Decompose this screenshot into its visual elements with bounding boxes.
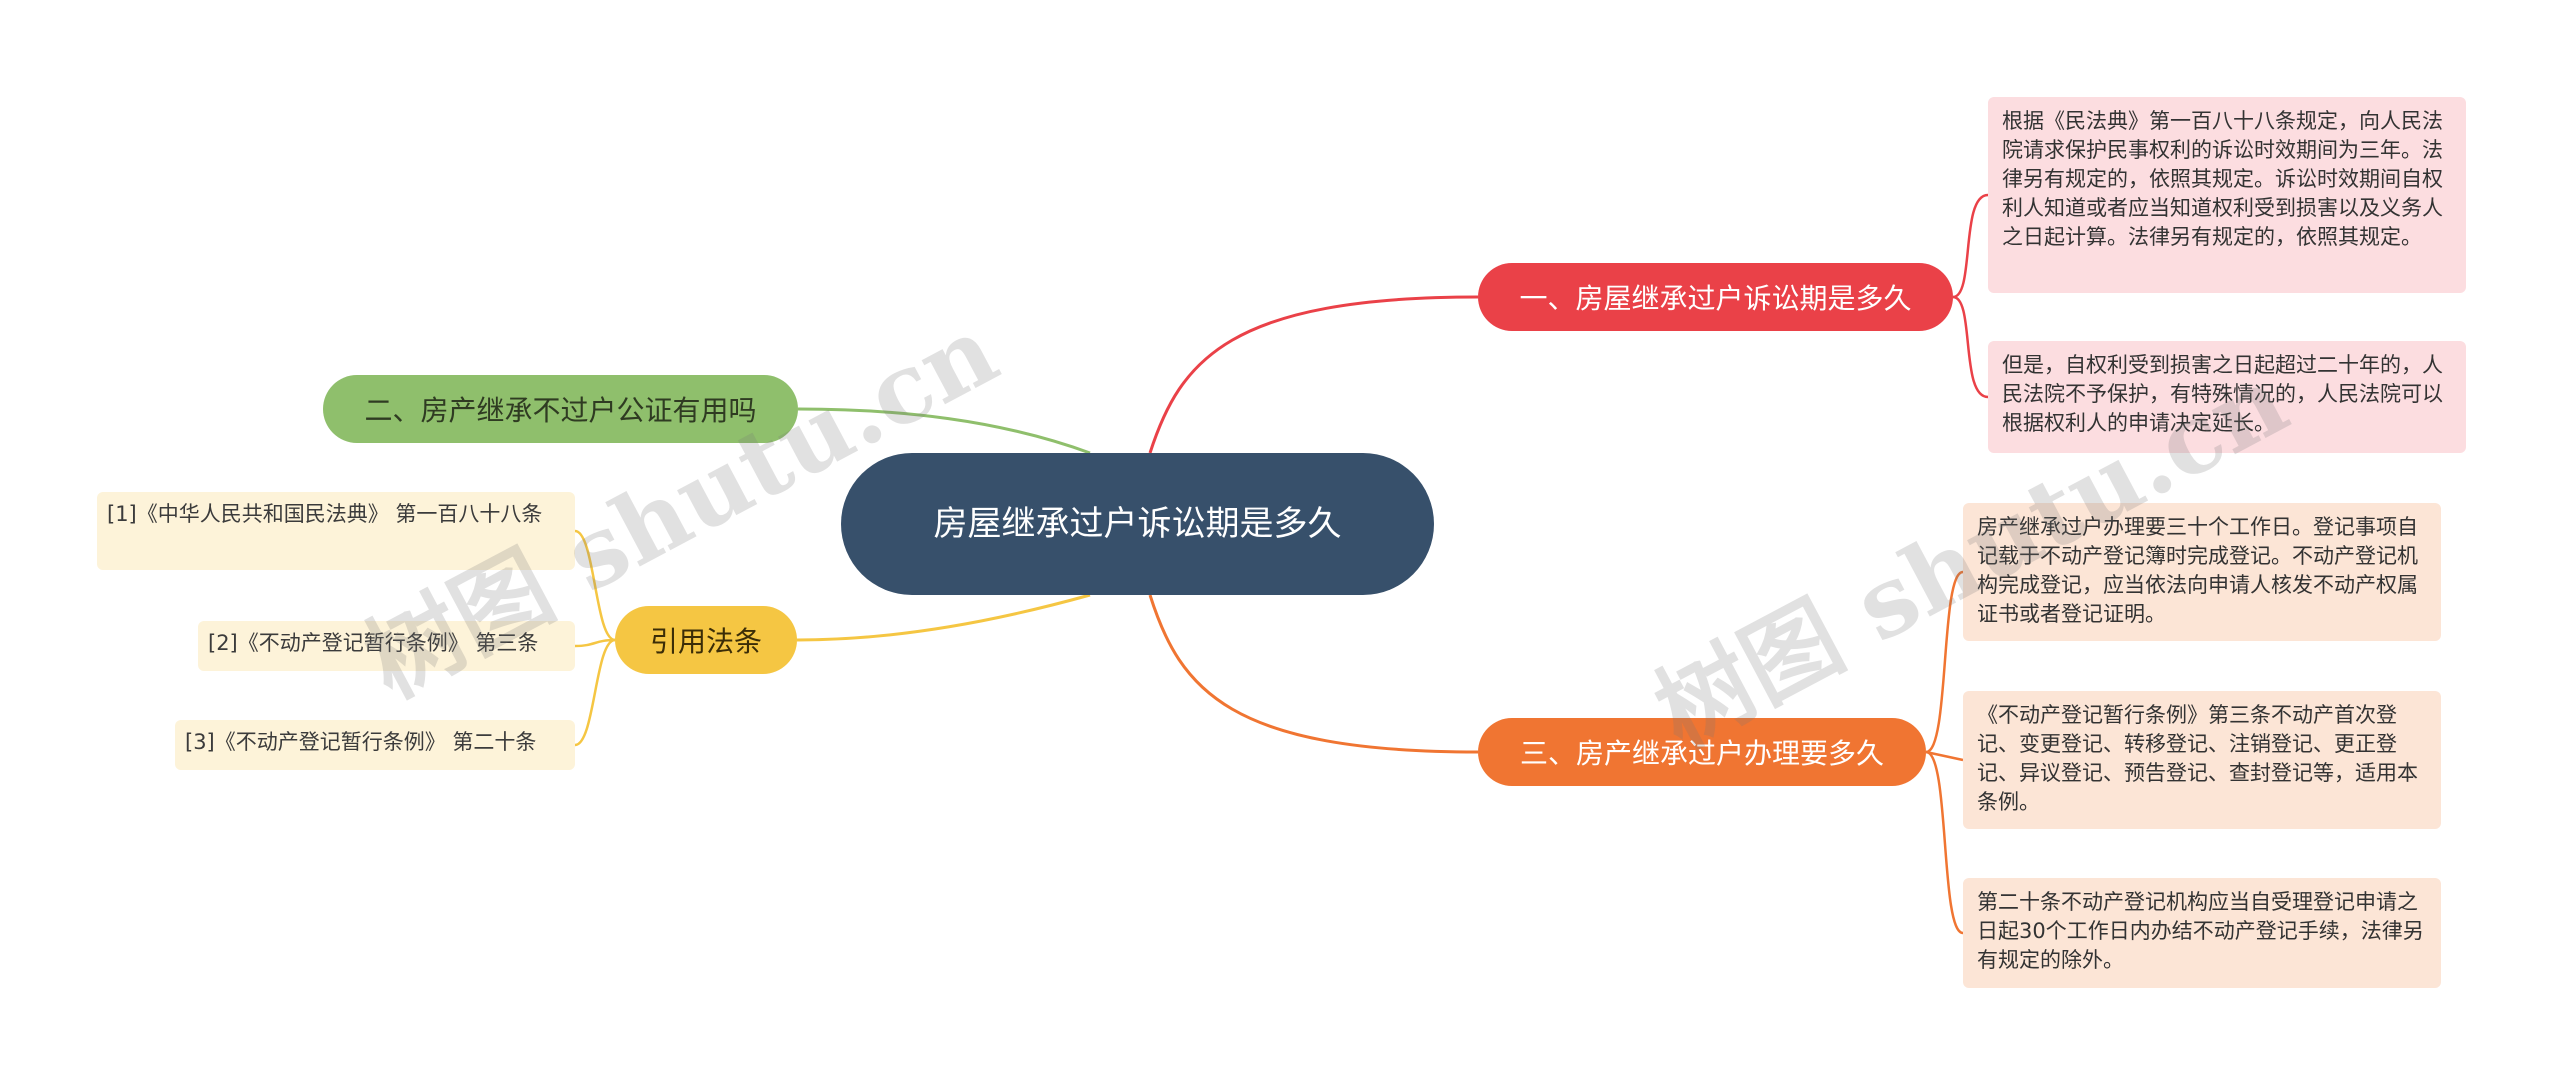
root-topic-label: 房屋继承过户诉讼期是多久 (933, 504, 1342, 544)
link-b1-leaf1 (1952, 193, 1989, 299)
citation-3[interactable]: [3]《不动产登记暂行条例》 第二十条 (175, 720, 575, 770)
branch-2-topic[interactable]: 二、房产继承不过户公证有用吗 (323, 375, 798, 443)
branch-1-leaf-1[interactable]: 根据《民法典》第一百八十八条规定，向人民法院请求保护民事权利的诉讼时效期间为三年… (1988, 97, 2466, 293)
link-b4-cite2 (574, 638, 616, 648)
branch-2-label: 二、房产继承不过户公证有用吗 (364, 394, 757, 427)
citation-1[interactable]: [1]《中华人民共和国民法典》 第一百八十八条 (97, 492, 575, 570)
root-topic[interactable]: 房屋继承过户诉讼期是多久 (841, 453, 1434, 595)
link-b4-cite1 (574, 529, 616, 642)
link-root-b3 (1148, 594, 1479, 754)
branch-3-label: 三、房产继承过户办理要多久 (1519, 737, 1884, 770)
link-b3-leaf1 (1925, 570, 1964, 754)
branch-1-leaf-2[interactable]: 但是，自权利受到损害之日起超过二十年的，人民法院不予保护，有特殊情况的，人民法院… (1988, 341, 2466, 453)
link-root-b4 (796, 593, 1091, 642)
branch-4-label: 引用法条 (649, 625, 762, 658)
link-b4-cite3 (574, 638, 616, 747)
branch-3-leaf-3[interactable]: 第二十条不动产登记机构应当自受理登记申请之日起30个工作日内办结不动产登记手续，… (1963, 878, 2441, 988)
branch-1-topic[interactable]: 一、房屋继承过户诉讼期是多久 (1478, 263, 1953, 331)
link-b3-leaf2 (1925, 750, 1964, 762)
link-b3-leaf3 (1925, 750, 1964, 935)
branch-1-label: 一、房屋继承过户诉讼期是多久 (1519, 282, 1912, 315)
link-root-b1 (1148, 295, 1479, 454)
link-root-b2 (797, 407, 1091, 455)
link-b1-leaf2 (1952, 295, 1989, 399)
branch-3-leaf-1[interactable]: 房产继承过户办理要三十个工作日。登记事项自记载于不动产登记簿时完成登记。不动产登… (1963, 503, 2441, 641)
branch-3-leaf-2[interactable]: 《不动产登记暂行条例》第三条不动产首次登记、变更登记、转移登记、注销登记、更正登… (1963, 691, 2441, 829)
citation-2[interactable]: [2]《不动产登记暂行条例》 第三条 (198, 621, 575, 671)
branch-3-topic[interactable]: 三、房产继承过户办理要多久 (1478, 718, 1926, 786)
branch-4-topic[interactable]: 引用法条 (615, 606, 797, 674)
